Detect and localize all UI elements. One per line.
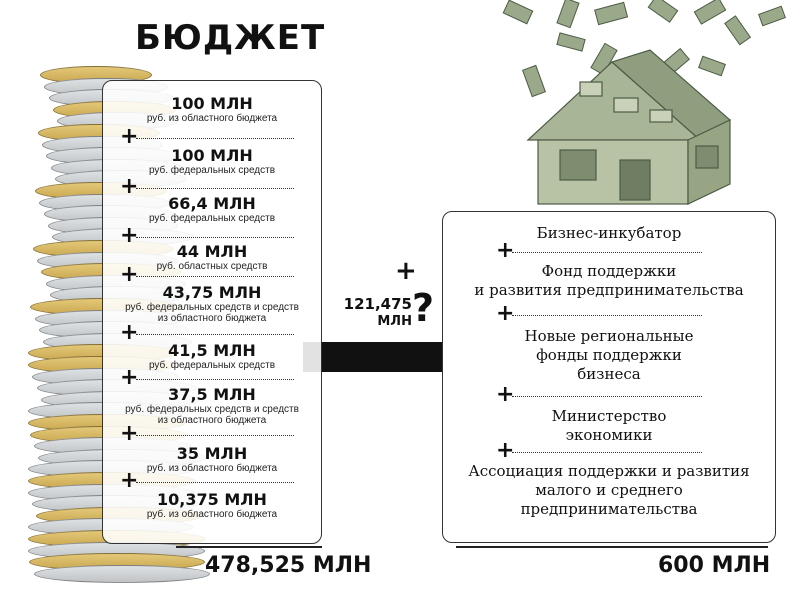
budget-item: 44 МЛН руб. областных средств xyxy=(103,242,321,273)
budget-source-cont: из областного бюджета xyxy=(157,415,267,426)
question-mark: ? xyxy=(412,286,435,330)
budget-amount: 43,75 МЛН xyxy=(162,283,262,302)
recipient-item: Бизнес-инкубатор xyxy=(443,224,775,243)
plus-icon: + xyxy=(496,301,515,326)
budget-sources-panel: 100 МЛН руб. из областного бюджета 100 М… xyxy=(102,80,322,544)
budget-amount: 41,5 МЛН xyxy=(168,341,256,360)
recipient-line: малого и среднего xyxy=(535,481,683,499)
budget-item: 43,75 МЛН руб. федеральных средств и сре… xyxy=(103,283,321,325)
total-underline xyxy=(176,546,322,548)
recipient-line: экономики xyxy=(565,426,653,444)
plus-separator: + xyxy=(496,384,702,406)
budget-amount: 35 МЛН xyxy=(176,444,248,463)
budget-source: руб. федеральных средств xyxy=(148,213,276,224)
budget-source: руб. областных средств xyxy=(156,261,268,272)
budget-amount: 100 МЛН xyxy=(171,146,253,165)
plus-icon: + xyxy=(496,438,515,463)
plus-separator: + xyxy=(496,440,702,462)
total-underline xyxy=(456,546,768,548)
budget-amount: 66,4 МЛН xyxy=(168,194,256,213)
budget-item: 41,5 МЛН руб. федеральных средств xyxy=(103,341,321,372)
plus-icon: + xyxy=(120,223,139,248)
budget-item: 66,4 МЛН руб. федеральных средств xyxy=(103,194,321,225)
page-title: БЮДЖЕТ xyxy=(135,18,326,58)
budget-source-cont: из областного бюджета xyxy=(157,313,267,324)
plus-separator: + xyxy=(120,126,294,148)
budget-source: руб. федеральных средств xyxy=(148,165,276,176)
plus-separator: + xyxy=(120,470,294,492)
recipient-line: бизнеса xyxy=(577,365,641,383)
plus-icon: + xyxy=(120,421,139,446)
recipient-line: предпринимательства xyxy=(520,500,698,518)
plus-icon: + xyxy=(395,256,417,286)
recipient-item: Ассоциация поддержки и развития малого и… xyxy=(443,462,775,519)
budget-source: руб. федеральных средств и средств xyxy=(125,404,299,415)
coin xyxy=(34,564,210,583)
plus-separator: + xyxy=(120,264,294,286)
plus-separator: + xyxy=(120,225,294,247)
budget-source: руб. федеральных средств и средств xyxy=(125,302,299,313)
budget-amount: 37,5 МЛН xyxy=(168,385,256,404)
budget-source: руб. из областного бюджета xyxy=(146,113,278,124)
plus-separator: + xyxy=(120,367,294,389)
budget-item: 37,5 МЛН руб. федеральных средств и сред… xyxy=(103,385,321,427)
budget-item: 10,375 МЛН руб. из областного бюджета xyxy=(103,490,321,521)
recipients-total: 600 МЛН xyxy=(658,553,771,578)
recipient-line: фонды поддержки xyxy=(536,346,682,364)
plus-separator: + xyxy=(496,240,702,262)
recipient-item: Новые региональные фонды поддержки бизне… xyxy=(443,327,775,384)
plus-icon: + xyxy=(120,365,139,390)
recipient-line: Ассоциация поддержки и развития xyxy=(468,462,750,480)
budget-item: 100 МЛН руб. федеральных средств xyxy=(103,146,321,177)
budget-amount: 44 МЛН xyxy=(176,242,248,261)
budget-item: 100 МЛН руб. из областного бюджета xyxy=(103,94,321,125)
plus-separator: + xyxy=(120,176,294,198)
recipient-line: Фонд поддержки xyxy=(541,262,677,280)
money-house-illustration xyxy=(502,0,786,205)
budget-amount: 10,375 МЛН xyxy=(157,490,267,509)
budget-source: руб. из областного бюджета xyxy=(146,463,278,474)
plus-icon: + xyxy=(496,238,515,263)
budget-source: руб. федеральных средств xyxy=(148,360,276,371)
recipient-line: Новые региональные xyxy=(524,327,694,345)
extra-unit: МЛН xyxy=(377,314,412,329)
plus-separator: + xyxy=(496,303,702,325)
plus-icon: + xyxy=(120,124,139,149)
plus-icon: + xyxy=(120,320,139,345)
recipient-item: Фонд поддержки и развития предпринимател… xyxy=(443,262,775,300)
budget-amount: 100 МЛН xyxy=(171,94,253,113)
recipient-line: Бизнес-инкубатор xyxy=(536,224,682,242)
plus-icon: + xyxy=(120,468,139,493)
plus-separator: + xyxy=(120,423,294,445)
recipient-item: Министерство экономики xyxy=(443,407,775,445)
plus-separator: + xyxy=(120,322,294,344)
extra-amount: 121,475 xyxy=(343,295,412,313)
budget-total: 478,525 МЛН xyxy=(205,553,372,578)
plus-icon: + xyxy=(496,382,515,407)
plus-icon: + xyxy=(120,174,139,199)
budget-item: 35 МЛН руб. из областного бюджета xyxy=(103,444,321,475)
right-arrow-icon xyxy=(303,326,485,388)
plus-icon: + xyxy=(120,262,139,287)
recipient-line: Министерство xyxy=(551,407,667,425)
recipients-panel: Бизнес-инкубатор Фонд поддержки и развит… xyxy=(442,211,776,543)
recipient-line: и развития предпринимательства xyxy=(474,281,744,299)
budget-source: руб. из областного бюджета xyxy=(146,509,278,520)
